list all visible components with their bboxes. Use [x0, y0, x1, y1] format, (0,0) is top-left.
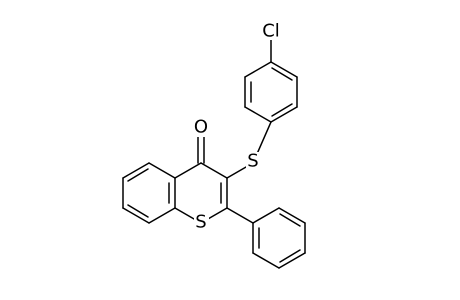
bond-c7-c8	[122, 207, 150, 224]
bond-c8-c8a	[148, 207, 176, 224]
bond-cp6-cp1	[270, 106, 298, 123]
bond-ph4-ph5-inner	[279, 249, 301, 263]
bond-c5-c6	[122, 162, 150, 179]
bond-c4a-c4	[174, 162, 202, 179]
atom-labels: Cl O S S	[192, 20, 284, 233]
ring-sulfur-label: S	[195, 212, 206, 233]
bond-cp3-cp4	[244, 61, 272, 78]
bond-c7-c8-inner	[127, 204, 149, 218]
chlorine-label-bg	[258, 20, 284, 40]
bond-c5-c6-inner	[127, 168, 149, 182]
thioether-sulfur-label-bg	[246, 152, 261, 172]
bond-cp4-cp5-inner	[271, 67, 293, 81]
thioether-sulfur-label: S	[247, 151, 258, 172]
bonds	[122, 39, 306, 269]
oxygen-label-bg	[192, 117, 210, 137]
bond-c4a-c5	[148, 162, 176, 179]
bond-ph4-ph5	[278, 252, 306, 269]
bond-c4-c3	[200, 162, 228, 179]
bond-cp1-cp2	[244, 106, 272, 123]
bond-cp6-cp1-inner	[271, 103, 293, 117]
bond-ph1-ph2	[252, 207, 280, 224]
bond-c2-ph	[226, 207, 254, 224]
chlorine-label: Cl	[262, 21, 280, 42]
bond-ph2-ph3	[278, 207, 306, 224]
bond-ph2-ph3-inner	[279, 213, 301, 227]
ring-sulfur-label-bg	[194, 212, 209, 232]
bond-cp4-cp5	[270, 61, 298, 78]
oxygen-label: O	[194, 117, 208, 138]
bond-ph5-ph6	[252, 252, 280, 269]
